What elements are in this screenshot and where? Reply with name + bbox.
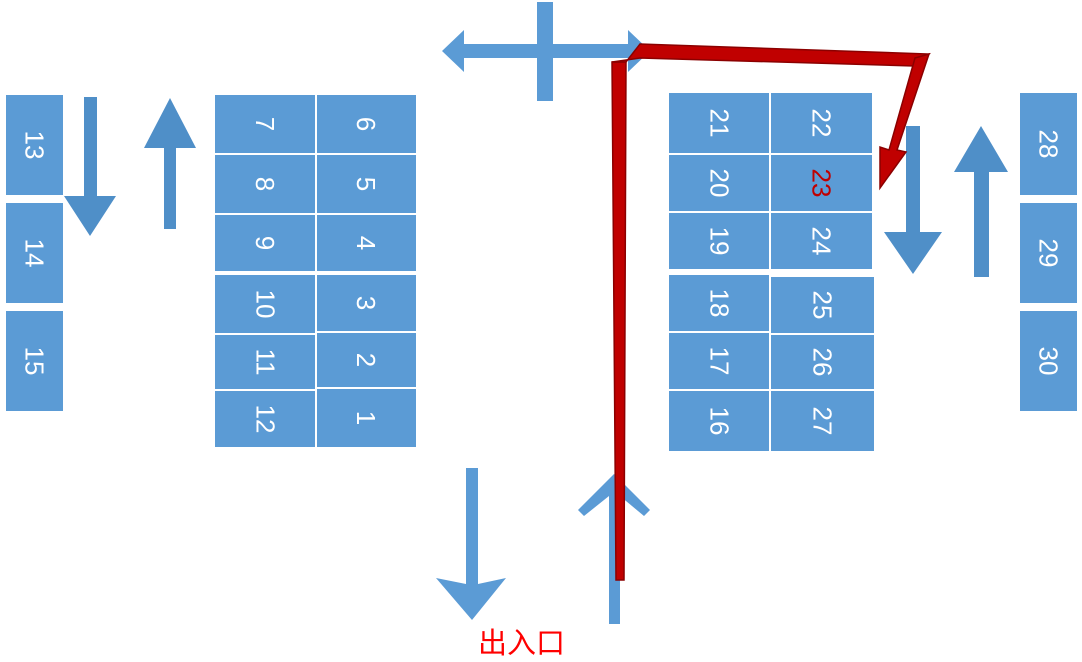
parking-slot-11: 11 — [214, 334, 316, 390]
parking-slot-22: 22 — [770, 92, 873, 154]
parking-slot-14: 14 — [5, 202, 64, 304]
parking-slot-8: 8 — [214, 154, 316, 214]
parking-slot-24: 24 — [770, 212, 873, 270]
parking-slot-17: 17 — [668, 332, 770, 390]
parking-slot-18: 18 — [668, 274, 770, 332]
parking-slot-23: 23 — [770, 154, 873, 212]
parking-slot-21: 21 — [668, 92, 770, 154]
route-arrow-icon — [879, 52, 931, 191]
parking-slot-25: 25 — [770, 276, 875, 334]
parking-slot-7: 7 — [214, 94, 316, 154]
parking-slot-16: 16 — [668, 390, 770, 452]
exit-down-arrow-icon — [436, 468, 506, 620]
down-arrow-icon — [884, 126, 942, 274]
parking-slot-26: 26 — [770, 334, 875, 390]
parking-slot-13: 13 — [5, 94, 64, 196]
down-arrow-icon — [64, 97, 116, 236]
parking-slot-10: 10 — [214, 274, 316, 334]
parking-slot-12: 12 — [214, 390, 316, 448]
parking-slot-5: 5 — [316, 154, 417, 214]
entry-up-arrow-icon — [578, 474, 650, 624]
up-arrow-icon — [144, 98, 196, 229]
parking-slot-6: 6 — [316, 94, 417, 154]
route-line — [611, 43, 932, 67]
parking-slot-2: 2 — [316, 332, 417, 388]
parking-slot-27: 27 — [770, 390, 875, 452]
parking-slot-15: 15 — [5, 310, 64, 412]
parking-slot-30: 30 — [1019, 310, 1078, 412]
crossroad-icon — [442, 2, 650, 101]
parking-slot-9: 9 — [214, 214, 316, 272]
up-arrow-icon — [954, 126, 1008, 277]
parking-slot-19: 19 — [668, 212, 770, 270]
parking-slot-29: 29 — [1019, 202, 1078, 304]
parking-slot-28: 28 — [1019, 92, 1078, 196]
parking-slot-20: 20 — [668, 154, 770, 212]
parking-slot-4: 4 — [316, 214, 417, 272]
parking-slot-1: 1 — [316, 388, 417, 448]
parking-slot-3: 3 — [316, 274, 417, 332]
entrance-label: 出入口 — [478, 626, 566, 660]
